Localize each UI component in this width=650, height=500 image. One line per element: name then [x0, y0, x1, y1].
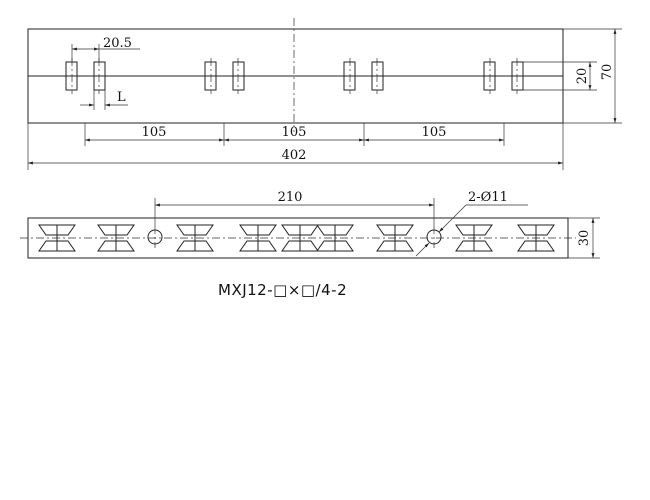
clip-mark — [97, 240, 135, 252]
total-height-label: 70 — [600, 64, 615, 81]
inner-height-dimension: 20 — [523, 61, 597, 91]
slot-pair-1 — [65, 58, 106, 94]
clip-mark — [316, 224, 354, 236]
slot — [483, 61, 496, 91]
inner-height-label: 20 — [575, 68, 590, 85]
model-code: MXJ12-□×□/4-2 — [218, 281, 347, 299]
clip-mark — [38, 240, 76, 252]
slot-spacing-label: 20.5 — [103, 36, 132, 51]
pitch-label-1: 105 — [142, 125, 167, 140]
slot — [232, 61, 245, 91]
slot-pair-3 — [343, 58, 384, 94]
clip-mark — [97, 224, 135, 236]
leader-line — [415, 242, 430, 257]
slot-width-dimension: L — [80, 90, 128, 110]
hole-callout-label: 2-Ø11 — [468, 190, 508, 205]
clip-mark — [176, 240, 214, 252]
slot — [204, 61, 217, 91]
front-view: 20.5 L 105 105 105 402 — [27, 18, 622, 170]
slot — [93, 61, 106, 91]
slot — [65, 61, 78, 91]
clip-mark — [281, 224, 319, 236]
clip-mark — [316, 240, 354, 252]
pitch-label-2: 105 — [282, 125, 307, 140]
pitch-label-3: 105 — [422, 125, 447, 140]
clip-mark — [239, 224, 277, 236]
clip-mark — [38, 224, 76, 236]
total-height-dimension: 70 — [563, 28, 622, 124]
clip-marks — [38, 224, 555, 252]
top-view: 210 2-Ø11 30 — [20, 190, 600, 259]
slot-spacing-dimension: 20.5 — [71, 36, 140, 62]
hole-callout: 2-Ø11 — [415, 190, 528, 257]
mounting-holes — [147, 226, 442, 248]
width-label: 30 — [577, 230, 592, 247]
clip-mark — [517, 224, 555, 236]
clip-mark — [239, 240, 277, 252]
slot — [511, 61, 524, 91]
clip-mark — [455, 240, 493, 252]
slot-pair-2 — [204, 58, 245, 94]
clip-mark — [376, 224, 414, 236]
slot — [343, 61, 356, 91]
overall-length-dimension: 402 — [27, 123, 564, 170]
pitch-dimensions: 105 105 105 — [84, 123, 505, 146]
clip-mark — [455, 224, 493, 236]
clip-mark — [517, 240, 555, 252]
hole-spacing-label: 210 — [278, 190, 303, 205]
slot-pair-4 — [483, 58, 524, 94]
slot-pairs — [65, 58, 524, 94]
width-dimension: 30 — [568, 217, 600, 259]
slot-width-label: L — [117, 90, 126, 105]
slot — [371, 61, 384, 91]
clip-mark — [176, 224, 214, 236]
hole-spacing-dimension: 210 — [154, 190, 435, 226]
overall-length-label: 402 — [282, 148, 307, 163]
leader-line — [438, 204, 467, 233]
clip-mark — [376, 240, 414, 252]
